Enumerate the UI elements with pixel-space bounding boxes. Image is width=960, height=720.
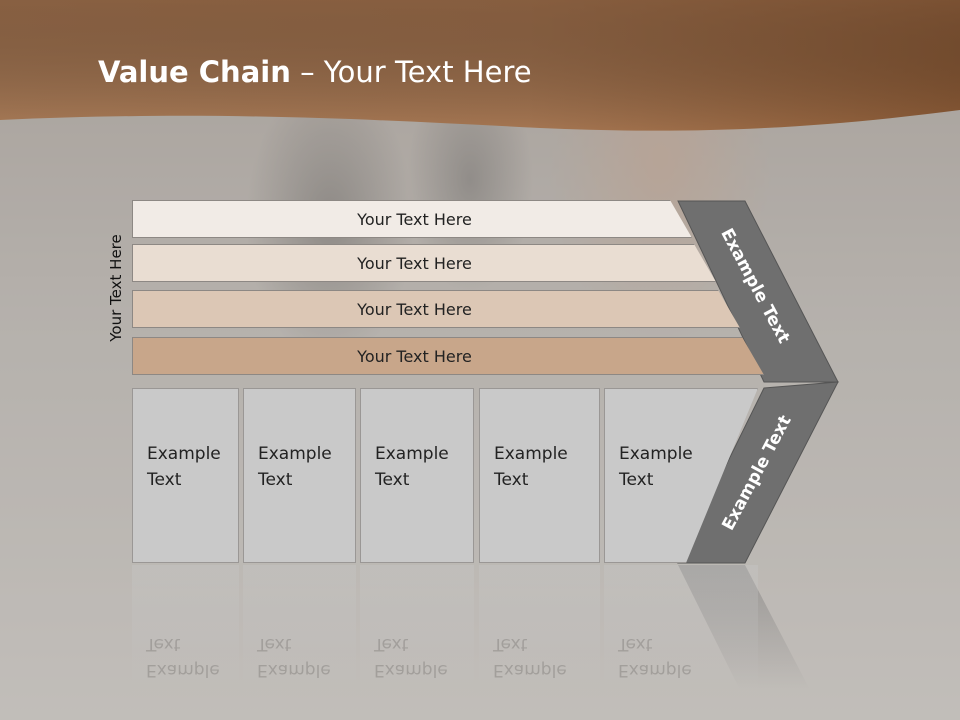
column-text-line1: Example xyxy=(375,444,449,464)
header-band xyxy=(0,0,960,131)
reflection-line1: Example xyxy=(493,660,567,680)
value-bar-label: Your Text Here xyxy=(357,346,472,366)
reflection-line2: Text xyxy=(493,634,528,654)
column-text-line1: Example xyxy=(494,444,568,464)
column-text-line2: Text xyxy=(494,470,529,490)
value-bar-1: Your Text Here xyxy=(132,200,692,238)
reflection-line2: Text xyxy=(146,634,181,654)
column-reflection xyxy=(132,565,239,695)
value-bar-label: Your Text Here xyxy=(357,299,472,319)
value-bar-4: Your Text Here xyxy=(132,337,764,375)
column-reflection-text: Example Text xyxy=(374,631,448,683)
column-text-line2: Text xyxy=(375,470,410,490)
reflection-line1: Example xyxy=(146,660,220,680)
column-reflection xyxy=(243,565,356,695)
reflection-line2: Text xyxy=(618,634,653,654)
reflection-line2: Text xyxy=(374,634,409,654)
column-text-line2: Text xyxy=(619,470,654,490)
column-reflection-text: Example Text xyxy=(257,631,331,683)
page-title: Value Chain – Your Text Here xyxy=(98,55,532,89)
value-bar-2: Your Text Here xyxy=(132,244,716,282)
value-bar-label: Your Text Here xyxy=(357,253,472,273)
title-rest: – Your Text Here xyxy=(290,55,532,89)
reflection-line1: Example xyxy=(374,660,448,680)
reflection-line2: Text xyxy=(257,634,292,654)
column-reflection-text: Example Text xyxy=(493,631,567,683)
column-text-line2: Text xyxy=(147,470,182,490)
column-reflection-text: Example Text xyxy=(146,631,220,683)
column-text-line1: Example xyxy=(258,444,332,464)
reflection-line1: Example xyxy=(618,660,692,680)
chevron-reflection xyxy=(678,565,810,690)
reflection-line1: Example xyxy=(257,660,331,680)
value-bar-label: Your Text Here xyxy=(357,209,472,229)
value-bar-3: Your Text Here xyxy=(132,290,740,328)
column-text-line1: Example xyxy=(147,444,221,464)
column-text-line1: Example xyxy=(619,444,693,464)
column-reflection-text: Example Text xyxy=(618,631,692,683)
title-bold: Value Chain xyxy=(98,55,291,89)
column-reflection xyxy=(479,565,600,695)
column-text-line2: Text xyxy=(258,470,293,490)
column-reflection xyxy=(604,565,758,695)
column-reflection xyxy=(360,565,474,695)
